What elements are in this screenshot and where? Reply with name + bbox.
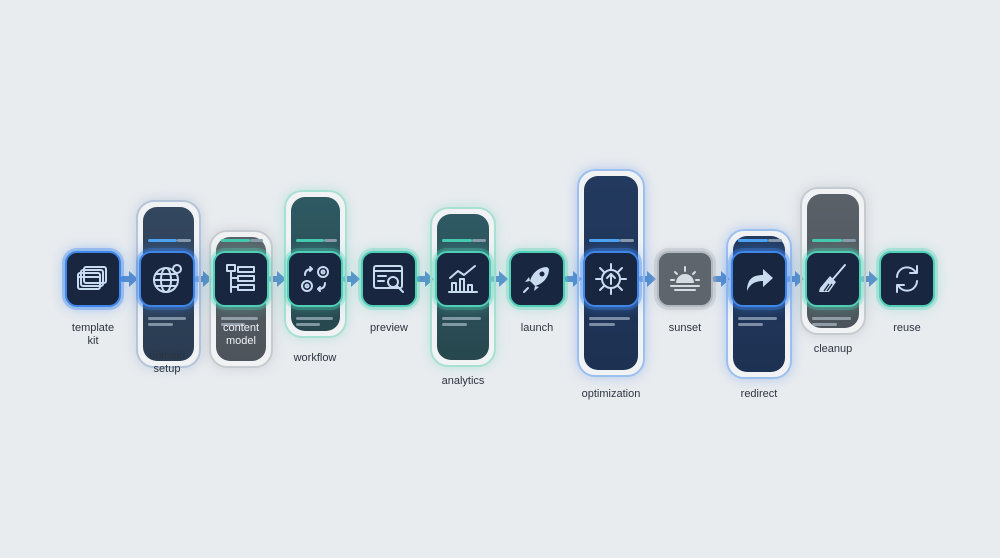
text-line-placeholder xyxy=(812,317,851,320)
workflow-gears-icon xyxy=(297,261,333,297)
step-label: domain setup xyxy=(148,350,186,375)
progress-bar xyxy=(768,239,782,242)
step-label: optimization xyxy=(581,388,641,400)
text-line-placeholder xyxy=(148,317,186,320)
progress-bar xyxy=(472,239,486,242)
text-line-placeholder xyxy=(442,317,481,320)
step-label: reuse xyxy=(893,322,921,334)
step-label: template kit xyxy=(71,322,115,347)
sunset-icon xyxy=(667,261,703,297)
text-line-placeholder xyxy=(738,323,763,326)
text-line-placeholder xyxy=(589,317,630,320)
text-line-placeholder xyxy=(589,323,615,326)
text-line-placeholder xyxy=(812,323,837,326)
text-line-placeholder xyxy=(148,323,173,326)
progress-bar xyxy=(177,239,191,242)
text-line-placeholder xyxy=(442,323,467,326)
progress-bar xyxy=(589,239,620,242)
step-label: preview xyxy=(370,322,408,334)
flow-connector-arrow xyxy=(343,271,360,287)
flow-connector-arrow xyxy=(861,271,878,287)
template-kit-icon xyxy=(75,261,111,297)
step-node-workflow[interactable] xyxy=(287,251,343,307)
step-node-launch[interactable] xyxy=(509,251,565,307)
progress-bar xyxy=(620,239,634,242)
step-node-redirect[interactable] xyxy=(731,251,787,307)
content-tree-icon xyxy=(223,261,259,297)
flow-connector-arrow xyxy=(713,271,730,287)
flow-connector-arrow xyxy=(269,271,286,287)
progress-bar xyxy=(842,239,856,242)
flow-connector-arrow xyxy=(565,271,582,287)
text-line-placeholder xyxy=(221,317,258,320)
progress-bar xyxy=(296,239,324,242)
flow-connector-arrow xyxy=(121,271,138,287)
step-node-template-kit[interactable] xyxy=(65,251,121,307)
step-label: cleanup xyxy=(813,343,853,355)
step-label: analytics xyxy=(441,375,485,387)
flow-connector-arrow xyxy=(491,271,508,287)
text-line-placeholder xyxy=(296,317,333,320)
step-label: launch xyxy=(520,322,554,334)
progress-bar xyxy=(221,239,250,242)
step-node-optimization[interactable] xyxy=(583,251,639,307)
step-label: redirect xyxy=(740,388,778,400)
text-line-placeholder xyxy=(738,317,777,320)
globe-icon xyxy=(149,261,185,297)
optimization-gear-icon xyxy=(593,261,629,297)
step-node-sunset[interactable] xyxy=(657,251,713,307)
progress-bar xyxy=(812,239,842,242)
progress-bar xyxy=(738,239,768,242)
step-node-preview[interactable] xyxy=(361,251,417,307)
preview-magnifier-icon xyxy=(371,261,407,297)
step-label: content model xyxy=(222,322,260,347)
rocket-icon xyxy=(519,261,555,297)
flow-connector-arrow xyxy=(787,271,804,287)
progress-bar xyxy=(442,239,472,242)
reuse-cycle-icon xyxy=(889,261,925,297)
progress-bar xyxy=(324,239,337,242)
progress-bar xyxy=(148,239,177,242)
step-node-cleanup[interactable] xyxy=(805,251,861,307)
broom-icon xyxy=(815,261,851,297)
step-node-content-model[interactable] xyxy=(213,251,269,307)
text-line-placeholder xyxy=(296,323,320,326)
step-label: workflow xyxy=(293,352,337,364)
analytics-chart-icon xyxy=(445,261,481,297)
text-line-placeholder xyxy=(221,323,245,326)
step-node-analytics[interactable] xyxy=(435,251,491,307)
progress-bar xyxy=(250,239,263,242)
step-node-domain-setup[interactable] xyxy=(139,251,195,307)
step-label: sunset xyxy=(668,322,702,334)
step-node-reuse[interactable] xyxy=(879,251,935,307)
flow-connector-arrow xyxy=(417,271,434,287)
redirect-arrow-icon xyxy=(741,261,777,297)
